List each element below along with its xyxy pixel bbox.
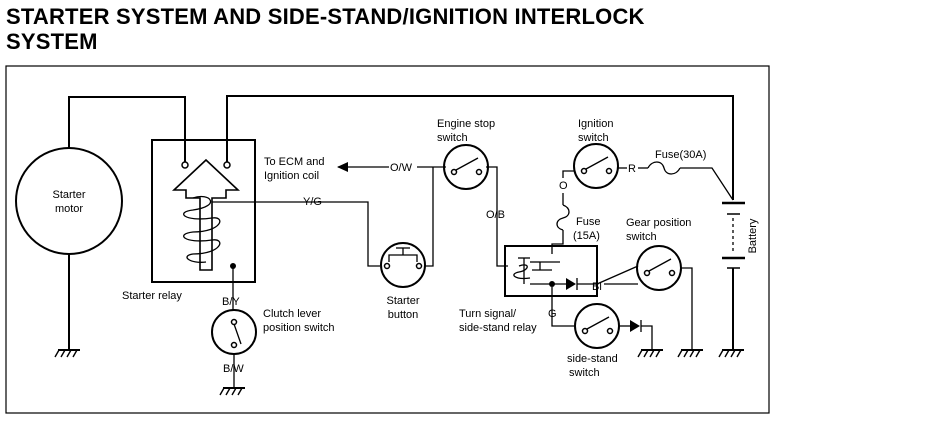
ground-icon — [219, 387, 246, 396]
wire-sidestand-ground — [641, 325, 653, 350]
side-stand-relay — [504, 245, 598, 297]
ignition-label-1: Ignition — [578, 118, 613, 130]
wire-label-by: B/Y — [222, 296, 240, 308]
sidestand-label-2: switch — [569, 367, 600, 379]
diagram-title: STARTER SYSTEM AND SIDE-STAND/IGNITION I… — [6, 4, 645, 54]
wire-label-ob: O/B — [486, 209, 505, 221]
wire-fuse30-to-battery — [680, 167, 734, 201]
title-line-2: SYSTEM — [6, 29, 98, 54]
ignition-switch — [573, 143, 619, 189]
wire-fuse15-to-relay — [551, 230, 564, 254]
gear-position-switch — [636, 245, 682, 291]
wire-label-g: G — [548, 308, 557, 320]
wire-gear-ground — [680, 267, 693, 350]
wire-label-ow: O/W — [390, 162, 413, 174]
gear-label-1: Gear position — [626, 217, 691, 229]
starter-button-label-2: button — [388, 309, 419, 321]
starter-motor-label-1: Starter — [52, 189, 85, 201]
starter-button-label-1: Starter — [386, 295, 419, 307]
wire-label-r: R — [628, 163, 636, 175]
ground-icon — [637, 349, 664, 358]
gear-label-2: switch — [626, 231, 657, 243]
battery — [722, 201, 745, 269]
wire-label-bw: B/W — [223, 363, 244, 375]
arrow-left-icon — [337, 162, 348, 172]
engine-stop-switch — [443, 144, 489, 190]
wire-bl — [596, 265, 639, 285]
clutch-label-1: Clutch lever — [263, 308, 321, 320]
side-stand-switch — [574, 303, 620, 349]
wire-yg — [212, 201, 380, 267]
starter-relay-label: Starter relay — [122, 290, 182, 302]
starter-button — [380, 242, 426, 288]
wire-g — [551, 287, 576, 327]
wire-o — [562, 170, 575, 178]
ground-icon — [54, 349, 81, 358]
diode-icon — [630, 320, 640, 332]
turn-relay-label-2: side-stand relay — [459, 322, 537, 334]
ground-icon — [677, 349, 704, 358]
clutch-label-2: position switch — [263, 322, 335, 334]
battery-label: Battery — [747, 218, 759, 253]
engine-stop-label-1: Engine stop — [437, 118, 495, 130]
wire-ow-to-button — [424, 167, 434, 267]
ignition-label-2: switch — [578, 132, 609, 144]
wire-label-o: O — [559, 180, 568, 192]
fuse-15a-icon — [556, 204, 570, 231]
starter-motor-label-2: motor — [55, 203, 83, 215]
title-line-1: STARTER SYSTEM AND SIDE-STAND/IGNITION I… — [6, 4, 645, 29]
clutch-lever-switch — [211, 309, 257, 355]
wire-label-bl: Bl — [592, 281, 602, 293]
wire-label-yg: Y/G — [303, 196, 322, 208]
engine-stop-label-2: switch — [437, 132, 468, 144]
starter-relay — [151, 139, 256, 283]
wire-motor-to-relay — [68, 96, 186, 162]
sidestand-label-1: side-stand — [567, 353, 618, 365]
wire-ob — [486, 166, 508, 267]
ecm-label-1: To ECM and — [264, 156, 325, 168]
turn-relay-label-1: Turn signal/ — [459, 308, 517, 320]
fuse15-label-1: Fuse — [576, 216, 600, 228]
fuse15-label-2: (15A) — [573, 230, 600, 242]
fuse-30a-icon — [647, 161, 681, 175]
fuse30-label: Fuse(30A) — [655, 149, 706, 161]
wire-relay-to-battery — [226, 95, 734, 200]
ecm-label-2: Ignition coil — [264, 170, 319, 182]
ground-icon — [718, 349, 745, 358]
starter-motor: Starter motor — [15, 147, 123, 255]
diagram-frame — [5, 65, 770, 414]
